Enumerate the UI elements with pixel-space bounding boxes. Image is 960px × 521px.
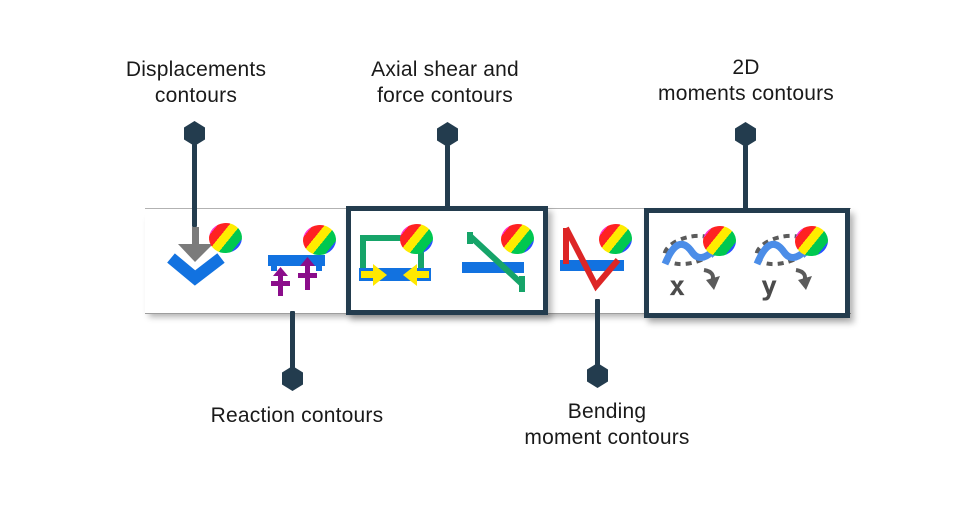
- callout-marker-bending: [587, 363, 608, 388]
- displacement-contours-button[interactable]: [166, 221, 244, 299]
- label-line: contours: [154, 84, 238, 107]
- label-line: force contours: [377, 84, 513, 107]
- callout-line-reaction: [290, 311, 295, 371]
- label-bending-moment-contours: Bending moment contours: [487, 399, 727, 451]
- callout-marker-displacements: [184, 121, 205, 146]
- bending-moment-diagram-icon: [560, 226, 624, 292]
- reaction-support-icon: [268, 255, 325, 296]
- label-line: Reaction contours: [210, 404, 384, 427]
- axial-force-contours-button[interactable]: [357, 222, 435, 300]
- moment-x-subscript: x: [669, 271, 685, 302]
- callout-line-axial: [445, 145, 450, 209]
- moment-y-contours-button[interactable]: y: [752, 224, 830, 302]
- label-axial-shear-force-contours: Axial shear and force contours: [325, 57, 565, 109]
- label-line: 2D: [732, 56, 760, 79]
- callout-marker-reaction: [282, 366, 303, 391]
- callout-line-2d-moments: [743, 145, 748, 211]
- callout-line-bending: [595, 299, 600, 368]
- label-line: moments contours: [658, 82, 834, 105]
- displacement-arrow-icon: [167, 227, 225, 286]
- label-displacements-contours: Displacements contours: [76, 57, 316, 109]
- moment-x-contours-button[interactable]: x: [660, 224, 738, 302]
- callout-marker-2d-moments: [735, 122, 756, 147]
- label-line: Axial shear and: [371, 58, 519, 81]
- label-2d-moments-contours: 2D moments contours: [626, 55, 866, 107]
- callout-line-displacements: [192, 144, 197, 227]
- callout-marker-axial: [437, 122, 458, 147]
- bending-moment-contours-button[interactable]: [556, 222, 634, 300]
- label-reaction-contours: Reaction contours: [177, 403, 417, 429]
- label-line: Displacements: [125, 58, 267, 81]
- shear-force-diagram-icon: [462, 232, 525, 292]
- label-line: moment contours: [524, 426, 690, 449]
- shear-force-contours-button[interactable]: [458, 222, 536, 300]
- moment-y-subscript: y: [761, 271, 777, 302]
- reaction-contours-button[interactable]: [260, 223, 338, 301]
- label-line: Bending: [567, 400, 647, 423]
